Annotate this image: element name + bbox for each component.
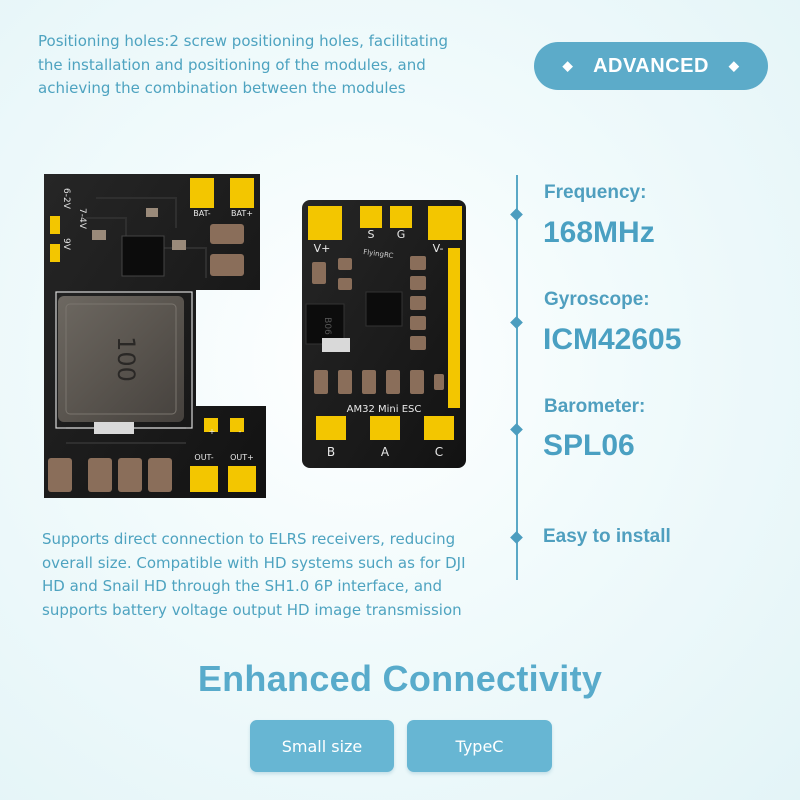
small-size-button[interactable]: Small size — [250, 720, 394, 772]
spec-timeline-line — [516, 175, 518, 580]
mosfet-chip — [305, 303, 345, 345]
minus-label: - — [239, 427, 242, 436]
bat-plus-label: BAT+ — [231, 209, 253, 218]
a-pad — [370, 416, 400, 440]
bat-plus-pad — [230, 178, 254, 208]
v-plus-pad — [308, 206, 342, 240]
mcu-chip — [365, 291, 403, 327]
gyroscope-value: ICM42605 — [543, 323, 682, 356]
v-minus-pad — [428, 206, 462, 240]
esc-board: S G V+ V- FlyingRC B06 AM32 Mini ESC B A… — [302, 200, 466, 468]
barometer-label: Barometer: — [544, 396, 646, 417]
c-label: C — [435, 445, 443, 459]
page-title: Enhanced Connectivity — [197, 658, 603, 699]
esc-capacitors — [312, 256, 444, 394]
out-minus-pad — [190, 466, 218, 492]
v-plus-label: V+ — [314, 242, 331, 255]
frequency-label: Frequency: — [544, 182, 647, 203]
plus-label: + — [209, 427, 216, 436]
top-description: Positioning holes:2 screw positioning ho… — [38, 32, 448, 97]
capacitors — [48, 208, 244, 492]
v-minus-label: V- — [433, 242, 444, 255]
inductor — [58, 296, 184, 422]
model-label: AM32 Mini ESC — [347, 404, 422, 415]
g-label: G — [397, 228, 406, 241]
gyroscope-label: Gyroscope: — [544, 289, 650, 310]
bat-minus-pad — [190, 178, 214, 208]
voltage-label-9: 9V — [61, 238, 71, 251]
b-label: B — [327, 445, 335, 459]
advanced-badge: ◆ ADVANCED ◆ — [534, 42, 768, 90]
voltage-label-62: 6-2V — [61, 188, 71, 210]
badge-label: ADVANCED — [593, 54, 709, 77]
s-label: S — [368, 228, 375, 241]
bat-minus-label: BAT- — [193, 209, 210, 218]
a-label: A — [381, 445, 390, 459]
inductor-marking: 100 — [112, 336, 140, 382]
barometer-value: SPL06 — [543, 429, 635, 462]
out-plus-pad — [228, 466, 256, 492]
bottom-description: Supports direct connection to ELRS recei… — [42, 530, 466, 619]
chip-marking: B06 — [322, 317, 332, 335]
voltage-label-74: 7-4V — [77, 208, 87, 230]
diamond-icon: ◆ — [562, 58, 574, 73]
frequency-value: 168MHz — [543, 216, 655, 249]
power-module-board: 100 BAT- BAT+ 6-2V 7-4V 9V + - OUT- OUT+ — [44, 174, 266, 498]
diamond-icon: ◆ — [728, 58, 740, 73]
typec-button[interactable]: TypeC — [407, 720, 552, 772]
c-pad — [424, 416, 454, 440]
easy-install-label: Easy to install — [543, 526, 671, 547]
out-plus-label: OUT+ — [230, 453, 254, 462]
out-minus-label: OUT- — [194, 453, 213, 462]
regulator-chip — [121, 235, 165, 277]
b-pad — [316, 416, 346, 440]
